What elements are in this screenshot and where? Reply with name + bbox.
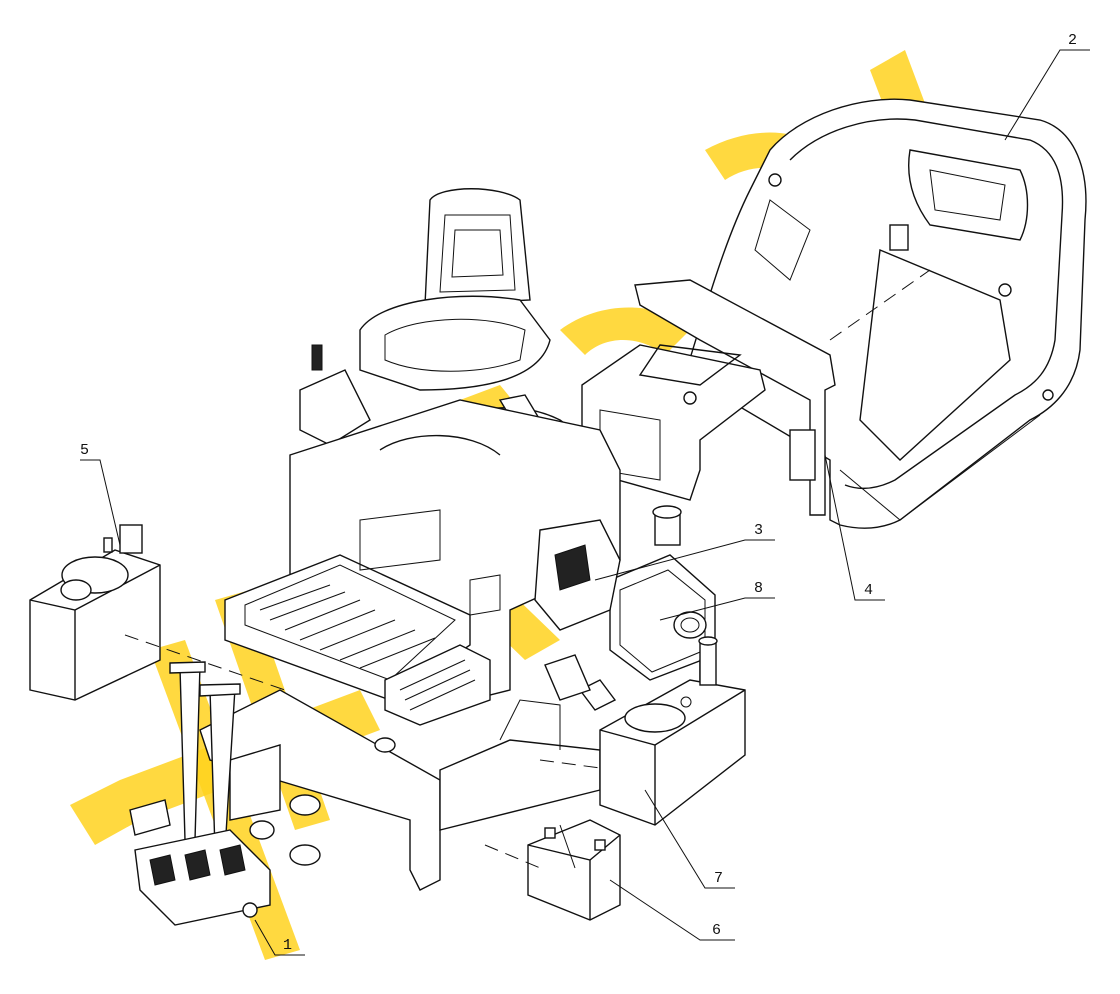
control-valve — [129, 661, 271, 926]
engine-assembly — [534, 505, 716, 701]
svg-text:5: 5 — [80, 442, 89, 459]
cab-front-frame — [581, 279, 836, 516]
cab-canopy — [679, 98, 1087, 529]
fuel-tank — [29, 524, 161, 701]
callout-6: 6 — [609, 879, 735, 941]
svg-text:2: 2 — [1068, 32, 1077, 49]
callout-4: 4 — [824, 454, 885, 601]
battery — [527, 819, 621, 921]
callout-3: 3 — [594, 522, 775, 581]
callout-5: 5 — [80, 442, 121, 546]
svg-text:8: 8 — [754, 580, 763, 597]
svg-text:6: 6 — [712, 922, 721, 939]
callout-1: 1 — [254, 919, 305, 956]
hydraulic-tank — [599, 636, 746, 826]
callout-7: 7 — [644, 789, 735, 889]
callouts: 1 2 3 4 5 6 7 8 — [80, 32, 1090, 956]
svg-text:4: 4 — [864, 582, 873, 599]
explode-lines — [124, 269, 931, 871]
callout-8: 8 — [659, 580, 775, 621]
deck-slots — [259, 584, 436, 669]
svg-text:3: 3 — [754, 522, 763, 539]
callout-2: 2 — [1004, 32, 1090, 141]
main-chassis — [199, 399, 621, 891]
svg-text:7: 7 — [714, 870, 723, 887]
svg-text:1: 1 — [283, 937, 292, 954]
